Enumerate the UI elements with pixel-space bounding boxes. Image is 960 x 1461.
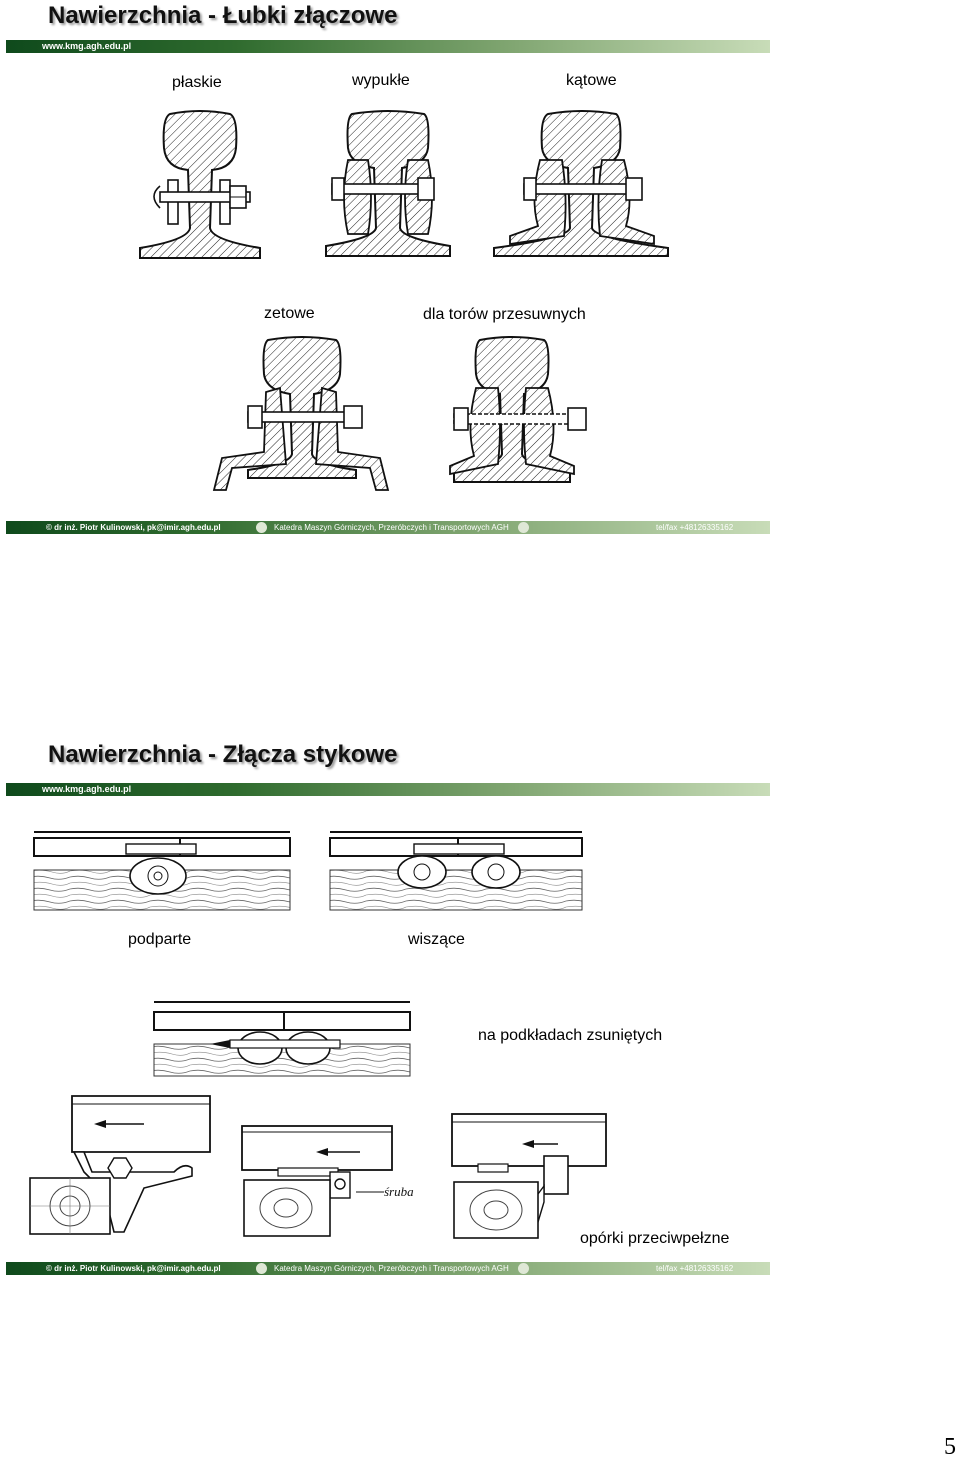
rail-section-katowe	[493, 110, 669, 257]
anchor-type-3-figure	[451, 1113, 607, 1239]
anchor-type-1-figure	[29, 1095, 211, 1235]
footer-tel: tel/fax +48126335162	[656, 1264, 734, 1273]
footer-author: © dr inż. Piotr Kulinowski, pk@imir.agh.…	[46, 1264, 221, 1273]
rail-section-wypukle	[325, 110, 451, 257]
top-bar: www.kmg.agh.edu.pl	[6, 40, 770, 53]
caption-plaskie: płaskie	[172, 74, 222, 91]
agh-logo-icon	[256, 1263, 267, 1274]
anchor-type-2-figure: śruba	[241, 1125, 414, 1237]
footer-author: © dr inż. Piotr Kulinowski, pk@imir.agh.…	[46, 523, 221, 532]
top-bar: www.kmg.agh.edu.pl	[6, 783, 770, 796]
footer-tel: tel/fax +48126335162	[656, 523, 734, 532]
rail-section-przesuwne	[449, 336, 587, 483]
caption-zetowe: zetowe	[264, 305, 315, 322]
joint-zsuniete-figure	[153, 1001, 411, 1077]
slide-title: Nawierzchnia - Łubki złączowe	[48, 2, 398, 29]
sruba-label: śruba	[384, 1184, 414, 1199]
caption-katowe: kątowe	[566, 72, 617, 89]
caption-wypukle: wypukłe	[352, 72, 410, 89]
kmg-logo-icon	[518, 522, 529, 533]
caption-oporki: opórki przeciwpełzne	[580, 1230, 730, 1247]
caption-zsuniete: na podkładach zsuniętych	[478, 1027, 663, 1044]
joint-podparte-figure	[33, 831, 291, 911]
footer-bar: © dr inż. Piotr Kulinowski, pk@imir.agh.…	[6, 1262, 770, 1275]
website-link[interactable]: www.kmg.agh.edu.pl	[42, 784, 132, 794]
website-link[interactable]: www.kmg.agh.edu.pl	[42, 41, 132, 51]
rail-section-plaskie	[139, 110, 261, 259]
joint-wiszace-figure	[329, 831, 583, 911]
footer-department: Katedra Maszyn Górniczych, Przeróbczych …	[274, 523, 509, 532]
caption-podparte: podparte	[128, 931, 192, 948]
footer-bar: © dr inż. Piotr Kulinowski, pk@imir.agh.…	[6, 521, 770, 534]
slide-title: Nawierzchnia - Złącza stykowe	[48, 741, 398, 768]
footer-department: Katedra Maszyn Górniczych, Przeróbczych …	[274, 1264, 509, 1273]
caption-przesuwne: dla torów przesuwnych	[423, 306, 586, 323]
caption-wiszace: wiszące	[408, 931, 465, 948]
kmg-logo-icon	[518, 1263, 529, 1274]
page-number: 5	[944, 1434, 956, 1460]
agh-logo-icon	[256, 522, 267, 533]
rail-section-zetowe	[212, 336, 390, 491]
